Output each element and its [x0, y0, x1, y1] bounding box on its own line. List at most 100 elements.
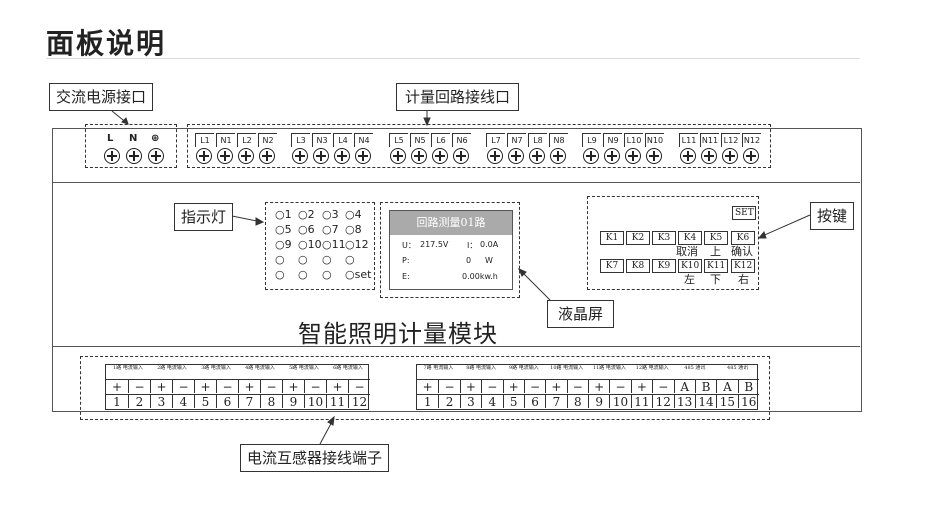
keys-region — [587, 196, 759, 290]
loop-terminal-label: L2 — [237, 133, 256, 147]
key-k1[interactable]: K1 — [600, 231, 624, 245]
loop-terminal-screw[interactable] — [411, 148, 427, 164]
loop-terminal-screw[interactable] — [583, 148, 599, 164]
key-k8[interactable]: K8 — [626, 259, 650, 273]
loop-terminal-screw[interactable] — [292, 148, 308, 164]
loop-terminal-screw[interactable] — [550, 148, 566, 164]
ct-terminal-number[interactable]: 7 — [545, 394, 567, 409]
ct-terminal-number[interactable]: 2 — [438, 394, 460, 409]
ct-polarity: + — [194, 379, 216, 394]
loop-terminal-screw[interactable] — [355, 148, 371, 164]
power-terminal-screw[interactable] — [148, 148, 164, 164]
ct-terminal-number[interactable]: 6 — [216, 394, 238, 409]
ct-terminal-number[interactable]: 1 — [106, 394, 128, 409]
loop-terminal-screw[interactable] — [508, 148, 524, 164]
ct-terminal-number[interactable]: 9 — [282, 394, 304, 409]
key-set[interactable]: SET — [732, 206, 756, 220]
loop-terminal-label: L11 — [679, 133, 698, 147]
indicator-led: ○3 — [322, 208, 339, 221]
loop-terminal-screw[interactable] — [334, 148, 350, 164]
ct-polarity: − — [304, 379, 326, 394]
ct-terminal-number[interactable]: 9 — [588, 394, 610, 409]
loop-terminal-screw[interactable] — [238, 148, 254, 164]
loop-terminal-screw[interactable] — [604, 148, 620, 164]
loop-terminal-screw[interactable] — [432, 148, 448, 164]
loop-terminal-screw[interactable] — [680, 148, 696, 164]
power-terminal-screw[interactable] — [104, 148, 120, 164]
ct-terminal-number[interactable]: 10 — [304, 394, 326, 409]
ct-terminal-number[interactable]: 14 — [694, 394, 717, 409]
indicator-label: 指示灯 — [174, 203, 234, 231]
ct-polarity: + — [282, 379, 304, 394]
ct-terminal-number[interactable]: 13 — [673, 394, 695, 409]
loop-terminal-screw[interactable] — [196, 148, 212, 164]
key-k12[interactable]: K12 — [731, 259, 755, 273]
loop-terminal-label: L8 — [528, 133, 547, 147]
ct-terminal-number[interactable]: 5 — [502, 394, 524, 409]
ct-terminal-number[interactable]: 11 — [326, 394, 348, 409]
loop-terminal-screw[interactable] — [453, 148, 469, 164]
loop-terminal-screw[interactable] — [259, 148, 275, 164]
indicator-led: ○11 — [322, 238, 346, 251]
indicator-led: ○6 — [298, 223, 315, 236]
loop-terminal-screw[interactable] — [701, 148, 717, 164]
key-k4[interactable]: K4 — [678, 231, 702, 245]
ct-header: 485 通讯 — [684, 365, 706, 371]
key-k5[interactable]: K5 — [704, 231, 728, 245]
loop-terminal-label: N9 — [603, 133, 622, 147]
indicator-led: ○ — [322, 253, 332, 266]
ct-terminal-number[interactable]: 8 — [260, 394, 282, 409]
ct-polarity: + — [630, 379, 653, 394]
indicator-led: ○ — [275, 268, 285, 281]
key-k9[interactable]: K9 — [652, 259, 676, 273]
ct-terminal-number[interactable]: 4 — [172, 394, 194, 409]
ct-polarity: + — [502, 379, 524, 394]
ct-header: 4路 电流输入 — [245, 365, 275, 371]
key-k7[interactable]: K7 — [600, 259, 624, 273]
ct-terminal-number[interactable]: 7 — [238, 394, 260, 409]
loop-terminal-screw[interactable] — [529, 148, 545, 164]
ct-terminal-number[interactable]: 2 — [128, 394, 150, 409]
ct-terminal-number[interactable]: 3 — [150, 394, 172, 409]
title-divider — [46, 58, 860, 59]
loop-terminal-label: L1 — [195, 133, 214, 147]
loop-terminal-screw[interactable] — [487, 148, 503, 164]
key-k10[interactable]: K10 — [678, 259, 702, 273]
ct-terminal-number[interactable]: 4 — [481, 394, 503, 409]
ct-polarity: − — [128, 379, 150, 394]
ct-terminal-number[interactable]: 12 — [652, 394, 674, 409]
loop-terminal-screw[interactable] — [625, 148, 641, 164]
loop-terminal-screw[interactable] — [313, 148, 329, 164]
loop-terminal-screw[interactable] — [722, 148, 738, 164]
ct-terminal-number[interactable]: 1 — [417, 394, 439, 409]
loop-terminal-label: L3 — [291, 133, 310, 147]
key-function-label: 右 — [738, 273, 749, 286]
loop-terminal-screw[interactable] — [646, 148, 662, 164]
ct-terminal-number[interactable]: 11 — [630, 394, 653, 409]
ct-terminal-number[interactable]: 8 — [566, 394, 588, 409]
key-k6[interactable]: K6 — [731, 231, 755, 245]
ct-terminal-label: 电流互感器接线端子 — [240, 444, 390, 472]
ct-terminal-number[interactable]: 6 — [523, 394, 546, 409]
ct-polarity: − — [609, 379, 631, 394]
key-k3[interactable]: K3 — [652, 231, 676, 245]
ct-terminal-number[interactable]: 3 — [459, 394, 482, 409]
ct-terminal-number[interactable]: 5 — [194, 394, 216, 409]
power-terminal-screw[interactable] — [126, 148, 142, 164]
ct-polarity: − — [216, 379, 238, 394]
loop-terminal-label: L5 — [389, 133, 408, 147]
ct-terminal-number[interactable]: 16 — [737, 394, 759, 409]
ct-terminal-number[interactable]: 10 — [609, 394, 631, 409]
ct-terminal-number[interactable]: 15 — [716, 394, 738, 409]
key-k11[interactable]: K11 — [704, 259, 728, 273]
loop-terminal-screw[interactable] — [743, 148, 759, 164]
ct-polarity: − — [348, 379, 370, 394]
loop-terminal-screw[interactable] — [390, 148, 406, 164]
loop-terminal-label: N12 — [742, 133, 761, 147]
ct-terminal-number[interactable]: 12 — [348, 394, 370, 409]
lcd-u-value: 217.5V — [420, 240, 449, 249]
loop-terminal-screw[interactable] — [217, 148, 233, 164]
key-k2[interactable]: K2 — [626, 231, 650, 245]
indicator-region — [265, 202, 375, 290]
